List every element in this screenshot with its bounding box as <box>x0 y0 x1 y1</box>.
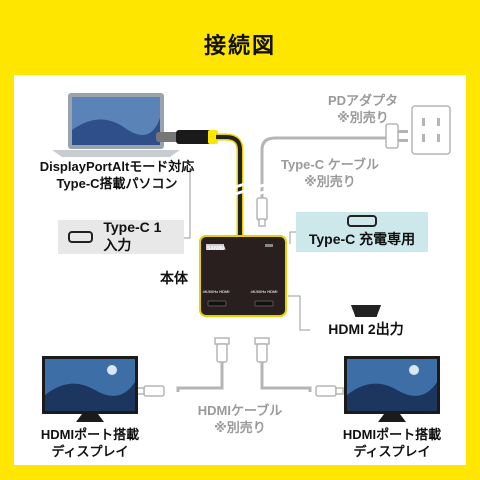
pd-cable <box>260 136 398 198</box>
pd-cable-break-mark <box>254 181 271 197</box>
hdmi-output-label: HDMI 2出力 <box>328 321 404 337</box>
pd-typec-plug <box>256 197 268 221</box>
hdmi-plug-right-top <box>254 337 270 363</box>
pd-adapter-label-line2: ※別売り <box>337 110 389 125</box>
main-unit <box>199 235 287 317</box>
hdmi-plug-right-display <box>315 385 344 397</box>
right-display-icon <box>344 356 440 422</box>
laptop-label-line2: Type-C搭載パソコン <box>56 176 178 191</box>
right-display-label-line2: ディスプレイ <box>353 444 431 459</box>
laptop-typec-plug <box>156 130 218 144</box>
hdmi-cables <box>176 362 312 392</box>
typec-charge-label: Type-C 充電専用 <box>308 231 416 247</box>
typec-input-box: Type-C 1入力 <box>58 219 184 254</box>
left-display-label-line1: HDMIポート搭載 <box>40 427 140 442</box>
hdmi-cable-label-line2: ※別売り <box>214 420 266 435</box>
device-cable <box>216 135 242 238</box>
laptop-label: DisplayPortAltモード対応 Type-C搭載パソコン <box>22 158 212 192</box>
hdmi-port-icon <box>351 305 381 317</box>
left-display-icon <box>42 356 138 422</box>
hdmi-cable-label: HDMIケーブル ※別売り <box>190 402 290 436</box>
device-brand: SANWA <box>207 246 226 252</box>
left-display-label-line2: ディスプレイ <box>51 444 129 459</box>
typec-charge-box: Type-C 充電専用 <box>296 212 428 252</box>
cable-break-mark <box>231 181 249 197</box>
right-display-label-line1: HDMIポート搭載 <box>342 427 442 442</box>
pd-adapter-label: PDアダプタ ※別売り <box>318 92 408 126</box>
typec-cable-label-line1: Type-C ケーブル <box>281 157 379 172</box>
hdmi-callout-line <box>288 295 310 331</box>
pd-adapter-icon <box>385 123 408 149</box>
main-unit-label: 本体 <box>160 270 188 286</box>
wall-outlet-icon <box>411 105 451 155</box>
hdmi-plug-left-display <box>136 385 165 397</box>
left-display-label: HDMIポート搭載 ディスプレイ <box>30 426 150 460</box>
laptop-label-line1: DisplayPortAltモード対応 <box>39 159 195 174</box>
input-callout-line <box>184 168 191 239</box>
device-port-label-right: 4K/60Hz HDMI <box>250 289 278 294</box>
typec-port-icon <box>68 231 94 243</box>
hdmi-cable-label-line1: HDMIケーブル <box>197 403 283 418</box>
typec-input-label: Type-C 1入力 <box>103 219 162 253</box>
typec-cable-label-line2: ※別売り <box>304 174 356 189</box>
typec-cable-label: Type-C ケーブル ※別売り <box>270 156 390 190</box>
hdmi-output-box: HDMI 2出力 <box>310 300 422 344</box>
device-logo <box>206 244 224 250</box>
laptop-icon <box>52 93 180 157</box>
pd-adapter-label-line1: PDアダプタ <box>327 93 399 108</box>
right-display-label: HDMIポート搭載 ディスプレイ <box>332 426 452 460</box>
device-port-label-left: 4K/60Hz HDMI <box>202 289 230 294</box>
charge-callout-line <box>289 231 296 244</box>
typec-port-icon <box>347 215 377 227</box>
hdmi-plug-left-top <box>214 337 230 363</box>
page-title: 接続図 <box>203 33 276 58</box>
